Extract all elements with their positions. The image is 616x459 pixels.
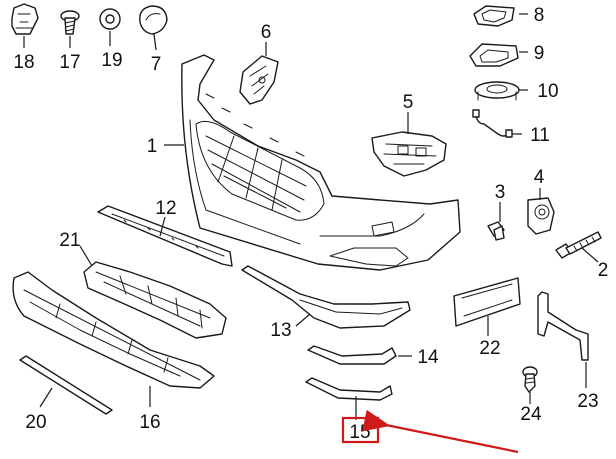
leader-lines bbox=[23, 13, 599, 420]
part-12-reinforcement bbox=[97, 205, 233, 267]
part-16-splash-shield bbox=[12, 271, 215, 389]
callout-16: 16 bbox=[139, 412, 160, 433]
part-7-cap bbox=[139, 5, 168, 35]
callout-5: 5 bbox=[403, 92, 414, 113]
part-6-bracket bbox=[239, 55, 279, 105]
callout-11: 11 bbox=[530, 125, 550, 146]
part-22-plate-bracket bbox=[453, 277, 521, 327]
callout-6: 6 bbox=[261, 22, 272, 43]
callout-12: 12 bbox=[155, 198, 176, 219]
callout-2: 2 bbox=[598, 260, 609, 281]
part-8-cover bbox=[473, 5, 515, 27]
callout-17: 17 bbox=[59, 52, 80, 73]
callout-18: 18 bbox=[13, 52, 34, 73]
callout-9: 9 bbox=[534, 43, 545, 64]
part-1-bumper-cover bbox=[181, 54, 461, 271]
part-9-bezel bbox=[469, 43, 519, 67]
part-24-screw bbox=[522, 366, 538, 393]
callout-14: 14 bbox=[417, 347, 439, 368]
part-17-screw bbox=[60, 10, 80, 35]
part-13-grille-trim bbox=[241, 265, 411, 329]
callout-1: 1 bbox=[147, 136, 158, 157]
callout-4: 4 bbox=[534, 167, 545, 188]
part-11-wire-harness bbox=[472, 109, 513, 138]
part-5-bracket bbox=[371, 131, 447, 177]
highlight-arrow bbox=[362, 409, 519, 454]
part-2-stud bbox=[555, 231, 602, 259]
callout-20: 20 bbox=[25, 412, 46, 433]
callout-21: 21 bbox=[59, 230, 80, 251]
part-10-housing bbox=[474, 81, 520, 101]
part-14-chrome-strip bbox=[307, 345, 397, 365]
part-15-chrome-strip bbox=[305, 377, 393, 401]
callout-labels: 18 17 19 7 6 1 5 8 9 10 11 4 3 2 12 21 1… bbox=[13, 5, 608, 433]
highlighted-callout: 15 bbox=[341, 409, 519, 454]
part-23-bracket bbox=[537, 291, 589, 361]
callout-7: 7 bbox=[151, 54, 162, 75]
part-21-deflector bbox=[83, 261, 227, 339]
part-3-bolt bbox=[487, 221, 505, 241]
part-18-clip bbox=[11, 3, 39, 35]
part-19-grommet bbox=[99, 8, 121, 30]
callout-23: 23 bbox=[577, 391, 598, 412]
callout-3: 3 bbox=[495, 182, 506, 203]
callout-13: 13 bbox=[270, 320, 291, 341]
callout-22: 22 bbox=[479, 338, 500, 359]
callout-10: 10 bbox=[537, 81, 558, 102]
part-4-sensor bbox=[527, 197, 555, 235]
callout-8: 8 bbox=[534, 5, 545, 26]
callout-19: 19 bbox=[101, 50, 122, 71]
callout-24: 24 bbox=[520, 404, 542, 425]
part-20-trim-strip bbox=[19, 355, 113, 415]
callout-15: 15 bbox=[349, 422, 370, 443]
